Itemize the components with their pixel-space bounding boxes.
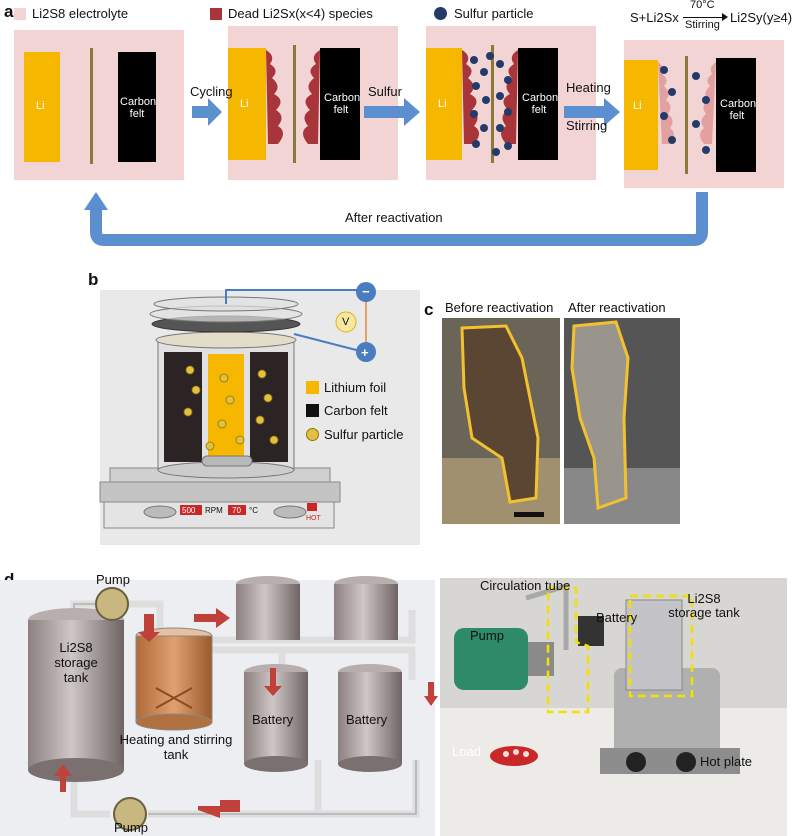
electrolyte-legend-swatch [14, 8, 26, 20]
reaction-temperature: 70°C [690, 0, 715, 11]
negative-terminal-sign: − [362, 284, 370, 299]
return-arrow-head [84, 192, 108, 210]
cell4-li-label: Li [633, 100, 642, 112]
positive-terminal-sign: + [361, 345, 369, 360]
photo-before-reactivation [442, 318, 560, 524]
panel-label-c: c [424, 300, 434, 319]
temp-value: 70 [232, 506, 241, 515]
carbon-felt-swatch [306, 404, 319, 417]
cell-with-sulfur [426, 26, 596, 180]
photo-battery-label: Battery [596, 610, 638, 625]
photo-after-reactivation [564, 318, 680, 524]
flow-system-schematic [0, 576, 438, 836]
reaction-arrow [683, 17, 725, 18]
photo-storage-tank-label: Li2S8 storage tank [668, 591, 740, 620]
rpm-unit: RPM [205, 506, 223, 515]
sulfur-legend-dot [434, 7, 447, 20]
panel-label-a: a [4, 2, 14, 21]
hot-plate-label: Hot plate [700, 754, 753, 769]
electrolyte-legend-label: Li2S8 electrolyte [32, 6, 129, 21]
return-arrow-path [90, 192, 708, 246]
load-label: Load [452, 744, 481, 759]
panel-a-schematic [14, 26, 784, 246]
temp-unit: °C [249, 506, 258, 515]
sulfur-legend-label: Sulfur particle [454, 6, 534, 21]
cell1-carbon-label: Carbon felt [120, 96, 157, 120]
step-stirring-label: Stirring [566, 118, 608, 133]
step-sulfur-label: Sulfur [368, 84, 402, 99]
reaction-product: Li2Sy(y≥4) [730, 10, 792, 25]
cell4-carbon-label: Carbon felt [720, 98, 757, 122]
cell-initial [14, 30, 184, 180]
pump-bottom-label: Pump [114, 820, 148, 835]
reaction-stirring: Stirring [685, 19, 720, 31]
step-cycling-label: Cycling [190, 84, 233, 99]
flow-system-photo [440, 578, 787, 836]
before-reactivation-label: Before reactivation [445, 300, 554, 315]
sulfur-particle-label: Sulfur particle [324, 427, 404, 442]
rpm-value: 500 [182, 506, 196, 515]
panel-b-setup-illustration [99, 282, 420, 545]
circulation-tube-label: Circulation tube [480, 578, 571, 593]
panel-label-b: b [88, 270, 99, 289]
pump-top-label: Pump [96, 572, 130, 587]
carbon-felt-label: Carbon felt [324, 403, 388, 418]
cell3-carbon-label: Carbon felt [522, 92, 559, 116]
cell2-li-label: Li [240, 98, 249, 110]
battery1-label: Battery [252, 712, 294, 727]
lithium-foil-label: Lithium foil [324, 380, 387, 395]
heating-tank-label: Heating and stirring tank [119, 732, 233, 762]
cell2-carbon-label: Carbon felt [324, 92, 361, 116]
cell-after-cycling [228, 26, 398, 180]
dead-species-legend-label: Dead Li2Sx(x<4) species [228, 6, 373, 21]
reaction-reactants: S+Li2Sx [630, 10, 679, 25]
cell3-li-label: Li [438, 98, 447, 110]
battery2-label: Battery [346, 712, 388, 727]
lithium-foil-swatch [306, 381, 319, 394]
after-reactivation-photo-label: After reactivation [568, 300, 666, 315]
step-arrows [192, 98, 620, 126]
voltmeter-label: V [342, 316, 350, 328]
photo-pump-label: Pump [470, 628, 504, 643]
sulfur-particle-swatch [306, 428, 319, 441]
cell1-li-label: Li [36, 100, 45, 112]
cell-after-heating [624, 40, 784, 188]
step-heating-label: Heating [566, 80, 611, 95]
storage-tank-label: Li2S8 storage tank [54, 640, 98, 685]
panel-label-d: d [4, 570, 15, 589]
reaction-arrow-head [722, 13, 728, 21]
hot-indicator: HOT [306, 515, 321, 522]
after-reactivation-label: After reactivation [345, 210, 443, 225]
dead-species-legend-swatch [210, 8, 222, 20]
